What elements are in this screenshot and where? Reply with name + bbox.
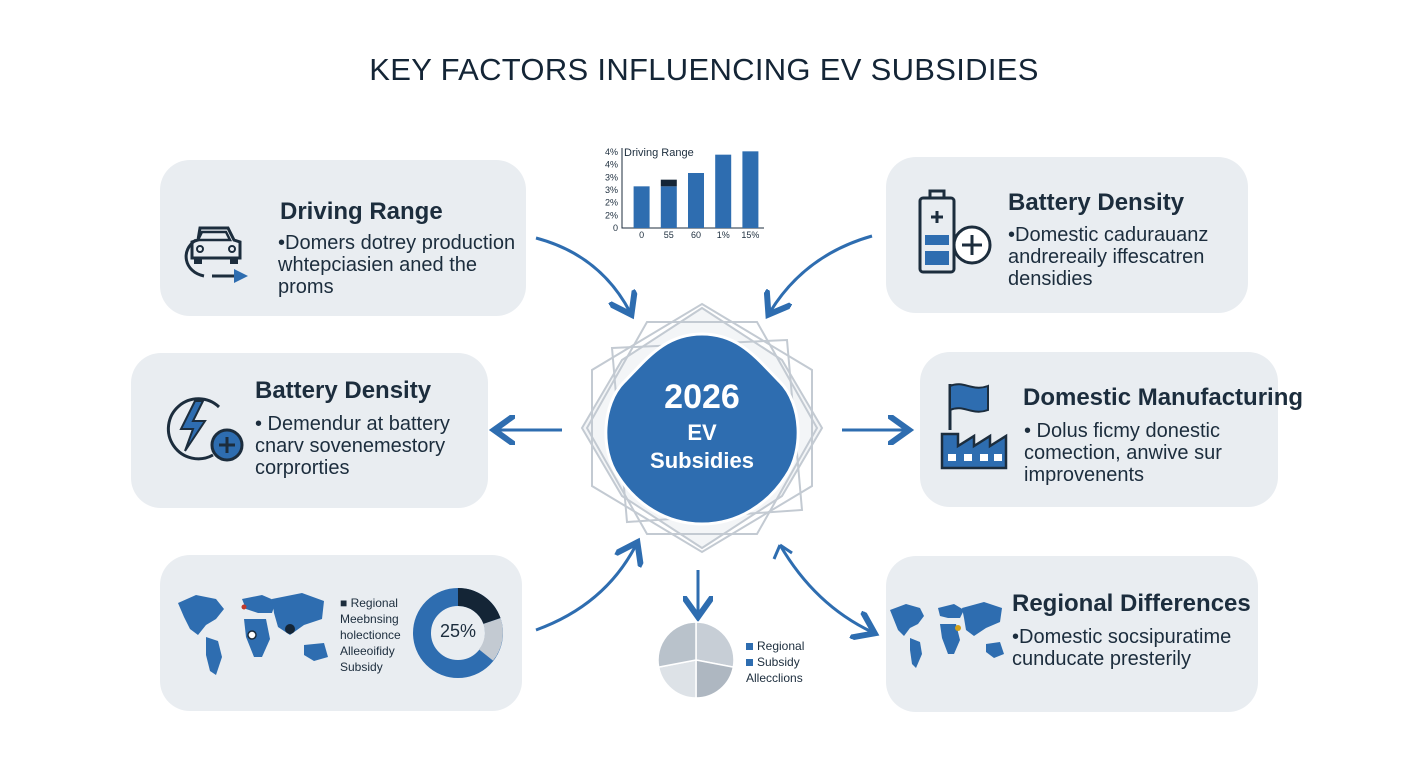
card-battery-density-left-heading: Battery Density [255,377,432,404]
bar-y-tick: 2% [605,210,618,220]
bar-3 [715,154,732,228]
factory-flag-icon [940,383,1008,470]
bar-x-tick: 15% [741,230,759,240]
card-regional-differences-heading: Regional Differences [1012,590,1251,617]
bar-y-tick: 0 [613,223,618,233]
donut-label: 25% [439,621,477,641]
center-year: 2026 [664,378,740,416]
pie-slice-3 [657,621,697,668]
pie-legend-label: Allecclions [746,671,803,685]
bar-y-tick: 3% [605,172,618,182]
card-battery-density-left-body: • Demendur at battery cnarv sovenemestor… [255,413,450,479]
pie-slice-2 [657,659,697,699]
bar-x-tick: 1% [717,230,730,240]
bar-highlight [660,179,677,187]
card-domestic-manufacturing-body: • Dolus ficmy donestic comection, anwive… [1024,420,1222,486]
card-regional-differences: Regional Differences •Domestic socsipura… [886,556,1258,712]
world-map-icon [178,593,328,675]
pie-legend-label: Subsidy [757,655,800,669]
pie-legend-label: Regional [757,639,805,653]
bar-1 [660,186,677,228]
pie-slice-0 [695,621,735,668]
pie-legend-item-1: Subsidy [746,654,804,670]
arrow-bottom-right [778,544,872,632]
bar-x-tick: 55 [664,230,674,240]
center-hub-disc [604,332,800,526]
regional-pie-chart: Regional Subsidy Allecclions [656,620,836,704]
regional-legend: ■ Regional Meebnsing holectionce Alleeoi… [340,595,401,675]
card-driving-range-heading: Driving Range [280,198,443,225]
card-domestic-manufacturing: Domestic Manufacturing • Dolus ficmy don… [920,352,1303,507]
bar-x-tick: 0 [639,230,644,240]
center-line-subsidies: Subsidies [650,448,754,473]
pie-slice-1 [695,659,735,699]
card-driving-range-body: •Domers dotrey production whtepciasien a… [278,232,516,298]
bar-chart-title: Driving Range [624,147,694,159]
arrow-top-left [535,236,630,312]
pie-legend-item-0: Regional [746,638,804,654]
lightning-plus-icon [166,397,244,462]
bar-x-tick: 60 [691,230,701,240]
card-regional-differences-body: •Domestic socsipuratime cunducate preste… [1012,626,1232,670]
regional-legend-line: ■ Regional [340,596,398,610]
card-battery-density-right-heading: Battery Density [1008,189,1185,216]
regional-legend-line: Alleeoifidy [340,644,395,658]
pie-legend-item-2: Allecclions [746,670,804,686]
card-battery-density-left: Battery Density • Demendur at battery cn… [131,353,488,508]
card-regional-allocation: ■ Regional Meebnsing holectionce Alleeoi… [160,555,522,711]
regional-legend-line: Meebnsing [340,612,399,626]
car-icon [184,226,248,283]
card-driving-range: Driving Range •Domers dotrey production … [160,160,526,316]
card-battery-density-right: Battery Density •Domestic cadurauanz and… [886,157,1248,313]
battery-plus-icon [918,189,992,274]
page-title: KEY FACTORS INFLUENCING EV SUBSIDIES [369,52,1039,87]
regional-legend-line: Subsidy [340,660,383,674]
arrow-bottom-left [535,545,636,632]
bar-y-tick: 4% [605,160,618,170]
center-hub [580,302,824,554]
pie-legend: Regional Subsidy Allecclions [746,638,804,686]
regional-legend-line: holectionce [340,628,401,642]
bar-0 [633,186,650,228]
bar-y-tick: 3% [605,185,618,195]
center-line-ev: EV [687,420,717,445]
bar-y-tick: 4% [605,147,618,157]
bar-4 [742,151,759,228]
bar-2 [688,173,704,228]
arrow-top-right [770,234,873,312]
card-battery-density-right-body: •Domestic cadurauanz andrereaily iffesca… [1008,224,1209,290]
world-map-icon [890,602,1004,668]
bar-y-tick: 2% [605,198,618,208]
donut-chart-icon [413,587,503,678]
card-domestic-manufacturing-heading: Domestic Manufacturing [1023,384,1304,411]
driving-range-bar-chart: Driving Range 4% 4% 3% 3% 2% 2% 0 0 55 60 1% 15% [592,140,772,240]
